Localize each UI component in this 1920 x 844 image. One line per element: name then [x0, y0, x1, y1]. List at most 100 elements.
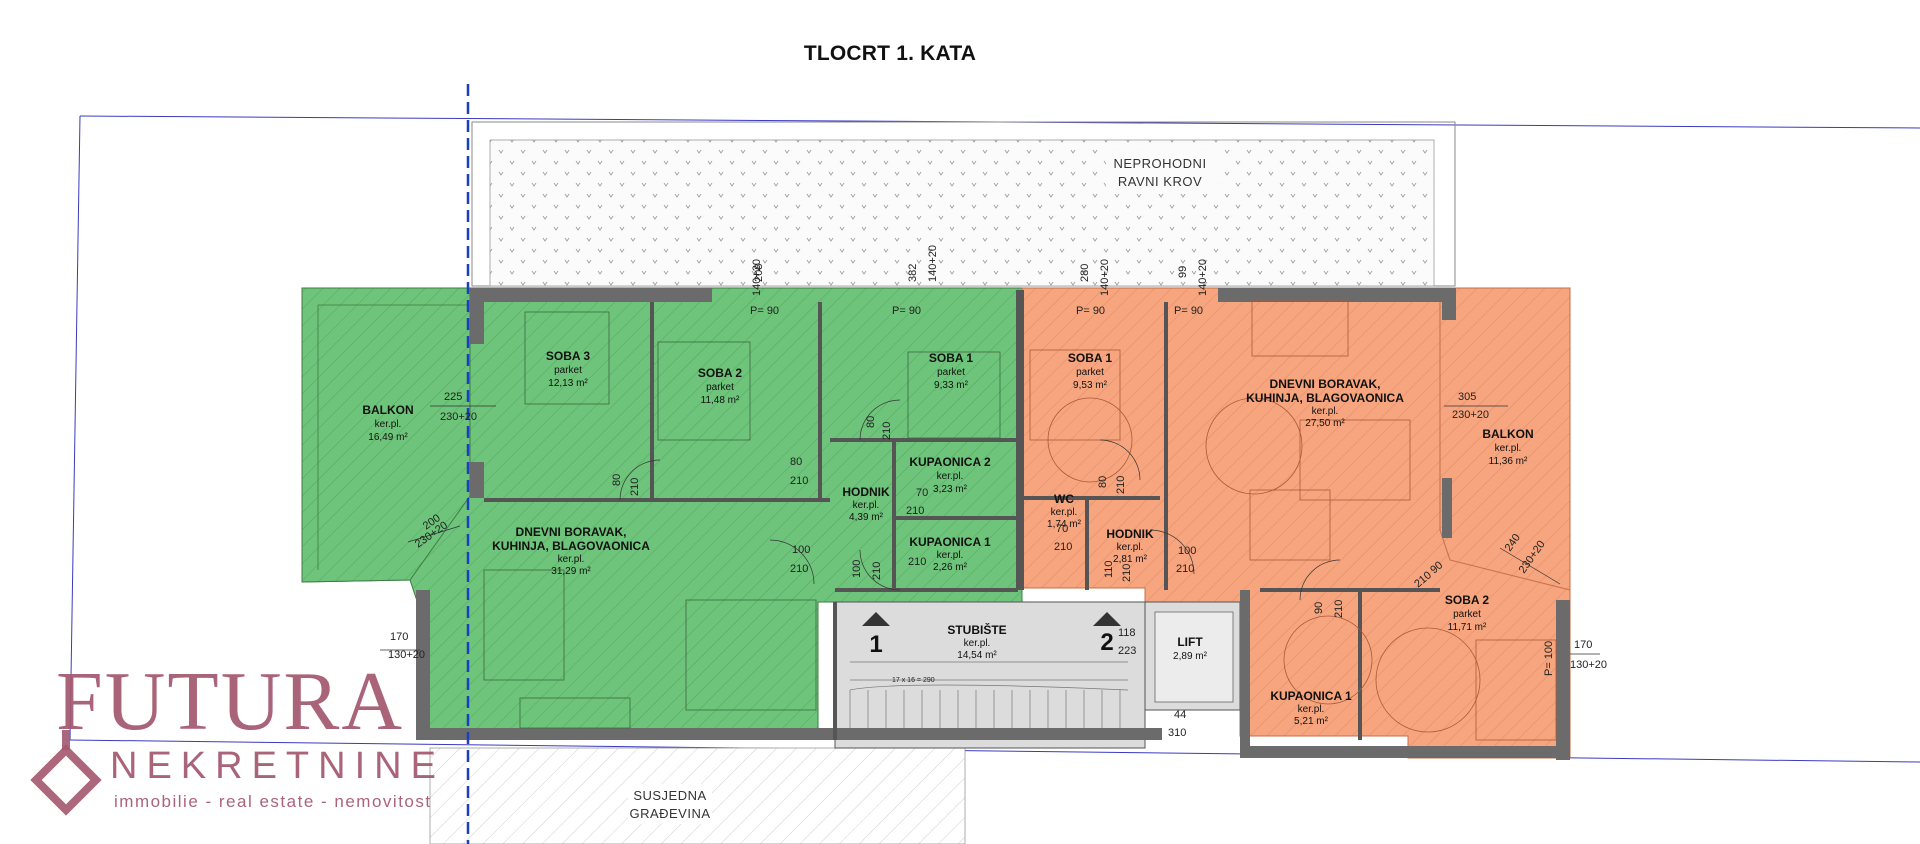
door-swings [619, 399, 1341, 601]
dim-door-210-e: 210 [790, 563, 808, 575]
furniture [483, 311, 1001, 729]
dim-208: 208 [753, 264, 765, 282]
dim-door-210-j: 210 [1121, 564, 1133, 582]
lift-cabin [1154, 611, 1234, 703]
neighbor-label-1: SUSJEDNA [633, 788, 706, 803]
dim-door-210-d: 210 [906, 505, 924, 517]
dim-p100: P= 100 [1543, 641, 1555, 676]
dim-280: 280 [1079, 264, 1091, 282]
dim-door-210-f: 210 [871, 562, 883, 580]
room-green-soba3-name: SOBA 3 [546, 349, 591, 363]
brand-watermark: FUTURA NEKRETNINE immobilie - real estat… [26, 660, 506, 830]
walls [416, 288, 1570, 760]
room-green-balkon-name: BALKON [362, 403, 413, 417]
dim-door-70-b: 70 [1056, 523, 1068, 535]
room-orange-wc-name: WC [1054, 492, 1074, 506]
room-orange-wc-floor: ker.pl. [1051, 507, 1078, 518]
interior-walls [484, 290, 1440, 740]
room-green-soba3-floor: parket [554, 365, 582, 376]
dim-140-20-b: 140+20 [751, 259, 763, 296]
room-orange-dnevni-area: 27,50 m² [1305, 418, 1345, 429]
dim-140-20-d: 140+20 [1197, 259, 1209, 296]
room-green-kupaonica1-area: 2,26 m² [933, 562, 968, 573]
furniture-orange [1029, 299, 1557, 741]
dim-170-a: 170 [390, 631, 408, 643]
room-green-soba1-floor: parket [937, 367, 965, 378]
room-lift-area: 2,89 m² [1173, 651, 1208, 662]
room-orange-soba1-floor: parket [1076, 367, 1104, 378]
dim-p90-d: P= 90 [1174, 305, 1203, 317]
brand-subtitle: NEKRETNINE [110, 745, 445, 787]
room-orange-hodnik-floor: ker.pl. [1117, 542, 1144, 553]
room-orange-dnevni-floor: ker.pl. [1312, 406, 1339, 417]
room-green-dnevni-name-2: KUHINJA, BLAGOVAONICA [492, 539, 650, 553]
room-green-kupaonica1-floor: ker.pl. [937, 550, 964, 561]
dim-230-20-a: 230+20 [440, 411, 477, 423]
room-green-soba2-area: 11,48 m² [701, 395, 740, 406]
stair-label: 17 x 16 = 290 [892, 677, 935, 684]
room-green-soba2-name: SOBA 2 [698, 366, 743, 380]
stair-arrow-1 [862, 612, 890, 626]
roof-label-1: NEPROHODNI [1113, 156, 1206, 171]
room-green-kupaonica2-area: 3,23 m² [933, 484, 968, 495]
room-green-kupaonica1-name: KUPAONICA 1 [909, 535, 991, 549]
stair-number-2: 2 [1100, 629, 1113, 656]
dim-door-210-g: 210 [908, 556, 926, 568]
room-orange-soba2-area: 11,71 m² [1448, 622, 1487, 633]
room-orange-dnevni-name-2: KUHINJA, BLAGOVAONICA [1246, 391, 1404, 405]
room-green-dnevni-name-1: DNEVNI BORAVAK, [516, 525, 627, 539]
stair-arrow-2 [1093, 612, 1121, 626]
green-balcony-area [301, 287, 471, 583]
dim-382: 382 [907, 264, 919, 282]
room-orange-soba1-name: SOBA 1 [1068, 351, 1113, 365]
dim-door-80-c: 80 [790, 456, 802, 468]
dim-door-210-a: 210 [881, 422, 893, 440]
room-green-dnevni-area: 31,29 m² [551, 566, 591, 577]
room-green-soba1-name: SOBA 1 [929, 351, 974, 365]
brand-house-icon [30, 730, 102, 816]
dim-door-80-d: 80 [1097, 476, 1109, 488]
dim-118: 118 [1118, 627, 1136, 639]
room-green-hodnik-floor: ker.pl. [853, 500, 880, 511]
dim-door-210-k: 210 [1176, 563, 1194, 575]
room-stubiste-name: STUBIŠTE [947, 622, 1006, 637]
stairwell [834, 601, 1146, 749]
room-green-soba3-area: 12,13 m² [548, 378, 588, 389]
room-orange-dnevni-name-1: DNEVNI BORAVAK, [1270, 377, 1381, 391]
room-orange-soba2-name: SOBA 2 [1445, 593, 1490, 607]
dimension-lines [380, 405, 1600, 655]
dim-door-210-c: 210 [790, 475, 808, 487]
dim-door-110: 110 [1103, 560, 1115, 578]
room-green-kupaonica2-floor: ker.pl. [937, 471, 964, 482]
stair-steps [849, 661, 1129, 738]
room-orange-balkon-name: BALKON [1482, 427, 1533, 441]
dim-130-20-b: 130+20 [1570, 659, 1607, 671]
plan-title: TLOCRT 1. KATA [803, 42, 977, 65]
dim-p90-a: P= 90 [750, 305, 779, 317]
brand-tagline: immobilie - real estate - nemovitost [114, 792, 432, 811]
room-green-hodnik-name: HODNIK [842, 485, 890, 499]
room-stubiste-floor: ker.pl. [964, 638, 991, 649]
room-green-soba2-floor: parket [706, 382, 734, 393]
dim-door-90-a: 90 [1313, 602, 1325, 614]
room-orange-kupaonica1-area: 5,21 m² [1294, 716, 1329, 727]
dim-p90-c: P= 90 [1076, 305, 1105, 317]
neighbor-label-bg [628, 784, 712, 824]
room-green-kupaonica2-name: KUPAONICA 2 [909, 455, 991, 469]
dim-door-100-a: 100 [792, 544, 810, 556]
room-green-balkon-area: 16,49 m² [368, 432, 408, 443]
dim-140-20-c: 140+20 [1099, 259, 1111, 296]
room-green-hodnik-area: 4,39 m² [849, 512, 884, 523]
room-orange-soba1-area: 9,53 m² [1073, 380, 1108, 391]
flat-roof [489, 139, 1435, 287]
dim-door-210-l: 210 [1333, 600, 1345, 618]
dim-door-210-b: 210 [629, 478, 641, 496]
dim-99: 99 [1177, 266, 1189, 278]
dim-door-100-c: 100 [1178, 545, 1196, 557]
dim-door-80-b: 80 [611, 474, 623, 486]
plot-boundary-bottom [69, 739, 1920, 763]
dim-door-80-a: 80 [865, 416, 877, 428]
dim-225: 225 [444, 391, 462, 403]
dim-230-20-c: 230+20 [1452, 409, 1489, 421]
roof-label-2: RAVNI KROV [1118, 174, 1202, 189]
